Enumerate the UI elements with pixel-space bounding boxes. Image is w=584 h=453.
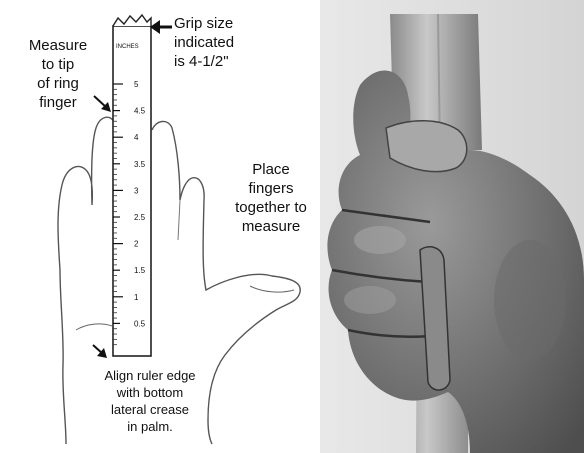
measurement-illustration: INCHES 5 4.5 4 3.5 3 2.5 2 1.5 1 0.5 Measure to t… <box>0 0 320 453</box>
align-ruler-line: lateral crease <box>76 401 224 418</box>
measure-tip-line: Measure <box>8 36 108 55</box>
ruler-tick-label: 2 <box>134 240 139 249</box>
place-fingers-line: fingers <box>226 179 316 198</box>
align-ruler-line: with bottom <box>76 384 224 401</box>
ruler-title: INCHES <box>116 44 139 50</box>
measure-tip-line: finger <box>8 93 108 112</box>
crease-arrow-icon <box>93 345 107 358</box>
align-ruler-line: in palm. <box>76 418 224 435</box>
place-fingers-label: Place fingers together to measure <box>226 160 316 236</box>
ruler-tick-label: 1 <box>134 293 139 302</box>
place-fingers-line: Place <box>226 160 316 179</box>
measure-tip-label: Measure to tip of ring finger <box>8 36 108 112</box>
finger-gap-line <box>178 200 180 240</box>
measure-tip-line: of ring <box>8 74 108 93</box>
ruler-tick-label: 1.5 <box>134 266 146 275</box>
align-ruler-label: Align ruler edge with bottom lateral cre… <box>76 367 224 435</box>
grip-photo <box>320 0 584 453</box>
thumb-crease <box>250 286 294 292</box>
ruler-tick-label: 3 <box>134 186 139 195</box>
grip-size-line: indicated <box>174 33 284 52</box>
place-fingers-line: together to <box>226 198 316 217</box>
ruler-tick-label: 5 <box>134 80 139 89</box>
ruler-tick-label: 0.5 <box>134 319 146 328</box>
grip-size-line: Grip size <box>174 14 284 33</box>
ruler-tick-label: 4 <box>134 133 139 142</box>
ruler <box>113 26 151 356</box>
ruler-tick-label: 3.5 <box>134 160 146 169</box>
ruler-tick-label: 4.5 <box>134 107 146 116</box>
grip-size-line: is 4-1/2" <box>174 52 284 71</box>
measure-tip-line: to tip <box>8 55 108 74</box>
grip-size-label: Grip size indicated is 4-1/2" <box>174 14 284 71</box>
palm-crease <box>76 324 112 330</box>
place-fingers-line: measure <box>226 217 316 236</box>
hand-gripping-racquet-handle-icon <box>320 0 584 453</box>
ruler-tick-label: 2.5 <box>134 213 146 222</box>
ruler-torn-top <box>113 15 151 26</box>
grip-arrow-icon <box>150 20 172 34</box>
align-ruler-line: Align ruler edge <box>76 367 224 384</box>
